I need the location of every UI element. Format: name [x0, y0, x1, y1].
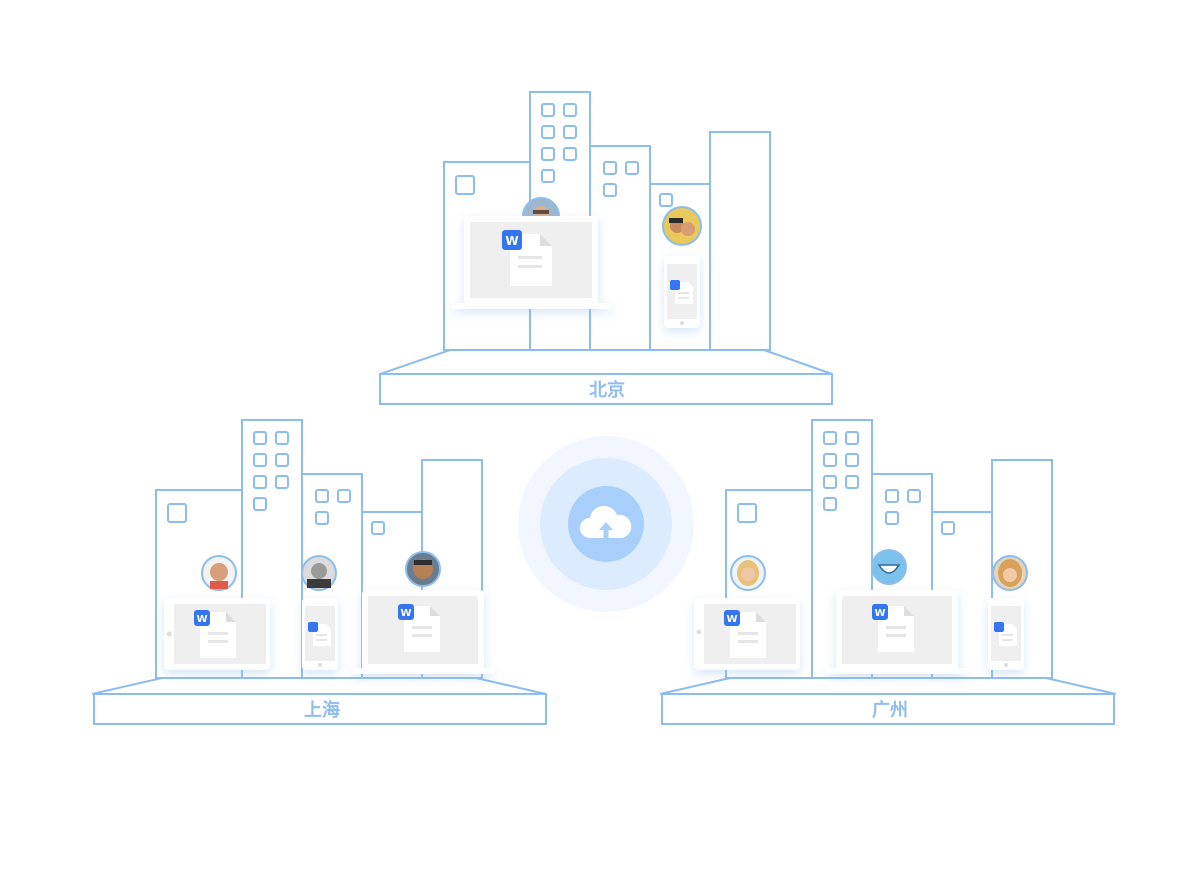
city-beijing [379, 91, 833, 405]
svg-text:W: W [726, 614, 737, 625]
avatar [992, 555, 1028, 591]
w-badge-icon: W [724, 610, 740, 626]
w-badge-icon [994, 622, 1004, 632]
svg-text:W: W [196, 614, 207, 625]
city-label-shanghai: 上海 [304, 699, 340, 721]
laptop-device [352, 590, 494, 674]
city-guangzhou [659, 419, 1117, 725]
w-badge-icon: W [502, 230, 522, 250]
cloud-hub [518, 436, 694, 612]
svg-text:W: W [505, 234, 518, 248]
svg-text:W: W [400, 608, 411, 619]
w-badge-icon: W [194, 610, 210, 626]
platform [659, 677, 1117, 725]
w-badge-icon [670, 280, 680, 290]
city-label-beijing: 北京 [589, 379, 625, 401]
platform [91, 677, 547, 725]
w-badge-icon: W [398, 604, 414, 620]
avatar [871, 549, 907, 585]
laptop-device [826, 590, 968, 674]
city-label-guangzhou: 广州 [872, 699, 908, 721]
svg-text:W: W [874, 608, 885, 619]
avatar [730, 555, 766, 591]
platform [379, 349, 833, 405]
w-badge-icon [308, 622, 318, 632]
cloud-upload-icon [580, 505, 632, 538]
avatar [201, 555, 237, 591]
avatar [405, 551, 441, 587]
w-badge-icon: W [872, 604, 888, 620]
avatar [662, 206, 702, 246]
avatar [301, 555, 337, 591]
